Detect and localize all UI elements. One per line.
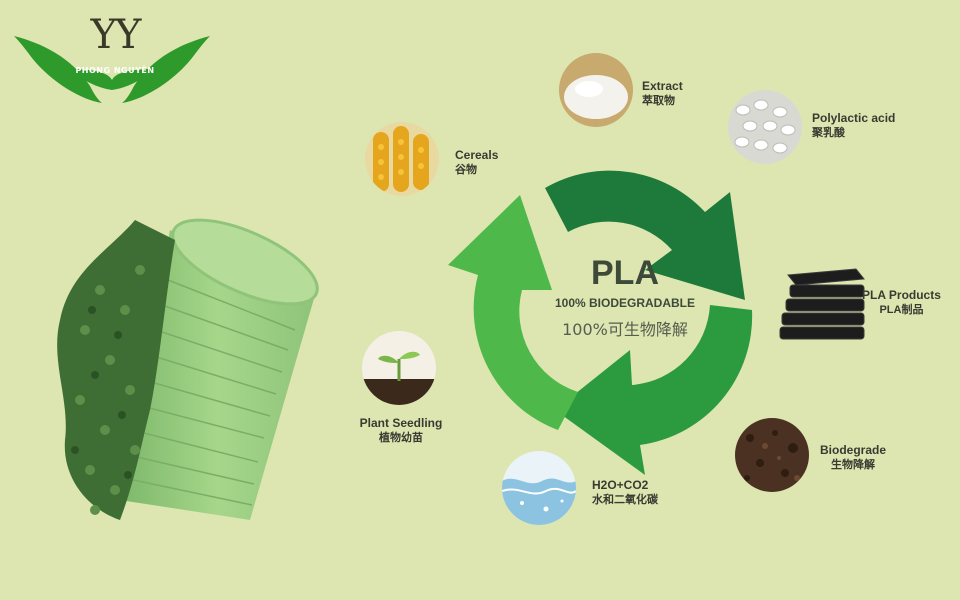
center-title: PLA [591, 254, 659, 292]
corn-image [365, 122, 439, 196]
logo-letters: YY [90, 12, 142, 58]
polylactic-pellets-image [728, 90, 802, 164]
water-image [502, 451, 576, 525]
extract-powder-image [559, 53, 633, 127]
recycle-arrows [448, 170, 753, 475]
pla-products-containers-image [779, 268, 865, 340]
center-subtitle: 100% BIODEGRADABLE [554, 296, 696, 310]
pla-cup-image [57, 218, 319, 520]
soil-image [735, 418, 809, 492]
logo-subtitle: PHONG NGUYÊN [75, 66, 155, 75]
seedling-image [362, 331, 436, 405]
logo [14, 36, 210, 103]
center-subtitle-cn: 100%可生物降解 [562, 320, 688, 339]
